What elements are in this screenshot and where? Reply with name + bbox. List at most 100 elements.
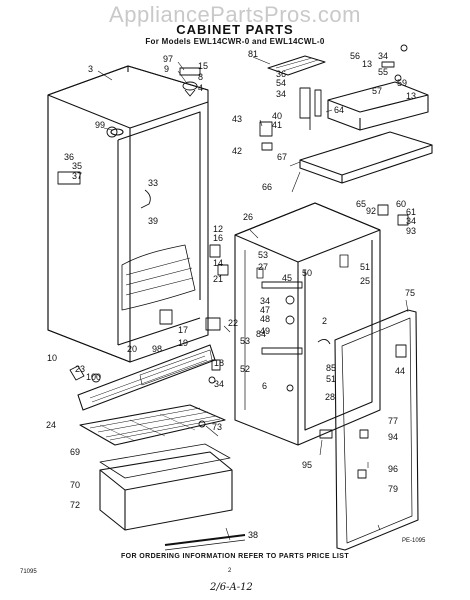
- callout-c26: 26: [243, 212, 253, 222]
- callout-c41: 41: [272, 120, 282, 130]
- callout-c9: 9: [164, 64, 169, 74]
- callout-c18: 18: [214, 358, 224, 368]
- handwritten-note: 2/6-A-12: [210, 582, 253, 593]
- callout-c97: 97: [163, 54, 173, 64]
- callout-c73: 73: [212, 422, 222, 432]
- callout-c96: 96: [388, 464, 398, 474]
- callout-c27: 27: [258, 262, 268, 272]
- callout-c43: 43: [232, 114, 242, 124]
- callout-c33: 33: [148, 178, 158, 188]
- callout-c36a: 36: [276, 69, 286, 79]
- callout-c8: 8: [198, 72, 203, 82]
- callout-c34a: 34: [276, 89, 286, 99]
- callout-c42: 42: [232, 146, 242, 156]
- callout-c45: 45: [282, 273, 292, 283]
- callout-c16: 16: [213, 233, 223, 243]
- callout-c98: 98: [152, 344, 162, 354]
- callout-c34e: 34: [214, 379, 224, 389]
- callout-c39: 39: [148, 216, 158, 226]
- callout-c100: 100: [86, 372, 101, 382]
- page-number: 2: [228, 568, 232, 574]
- callout-c93: 93: [406, 226, 416, 236]
- callout-c14: 14: [213, 258, 223, 268]
- callout-c37: 37: [72, 171, 82, 181]
- callout-c60: 60: [396, 199, 406, 209]
- callout-c59: 59: [397, 78, 407, 88]
- callout-c35: 35: [72, 161, 82, 171]
- callout-c55: 55: [378, 67, 388, 77]
- callout-c4: 4: [198, 83, 203, 93]
- callout-c84: 84: [256, 329, 266, 339]
- callout-c52: 52: [240, 364, 250, 374]
- door-gasket: [334, 309, 419, 551]
- callout-c23: 23: [75, 364, 85, 374]
- callout-c20: 20: [127, 344, 137, 354]
- callout-c40: 40: [272, 111, 282, 121]
- callout-c17: 17: [178, 325, 188, 335]
- callout-c50: 50: [302, 268, 312, 278]
- callout-c51a: 51: [360, 262, 370, 272]
- callout-c34d: 34: [260, 296, 270, 306]
- diagram-title: CABINET PARTS: [176, 22, 294, 37]
- callout-c67: 67: [277, 152, 287, 162]
- callout-c51b: 51: [326, 374, 336, 384]
- ordering-footer: FOR ORDERING INFORMATION REFER TO PARTS …: [120, 553, 350, 560]
- callout-c53b: 53: [240, 336, 250, 346]
- callout-c79: 79: [388, 484, 398, 494]
- callout-c3: 3: [88, 64, 93, 74]
- callout-c24: 24: [46, 420, 56, 430]
- leader-lines: [97, 56, 409, 541]
- crisper-rail: [164, 534, 246, 551]
- callout-c94: 94: [388, 432, 398, 442]
- callout-c22: 22: [228, 318, 238, 328]
- callout-c85: 85: [326, 363, 336, 373]
- callout-c28: 28: [325, 392, 335, 402]
- callout-c92: 92: [366, 206, 376, 216]
- callout-c95: 95: [302, 460, 312, 470]
- callout-c12: 12: [213, 224, 223, 234]
- callout-c19: 19: [178, 338, 188, 348]
- callout-c34c: 34: [406, 216, 416, 226]
- callout-c70: 70: [70, 480, 80, 490]
- callout-c25: 25: [360, 276, 370, 286]
- callout-c61: 61: [406, 207, 416, 217]
- callout-c38: 38: [248, 530, 258, 540]
- callout-c75: 75: [405, 288, 415, 298]
- callout-c10: 10: [47, 353, 57, 363]
- callout-c21: 21: [213, 274, 223, 284]
- fresh-food-cabinet: [234, 202, 381, 446]
- callout-c2: 2: [322, 316, 327, 326]
- callout-c34b: 34: [378, 51, 388, 61]
- callout-c57: 57: [372, 86, 382, 96]
- callout-c81: 81: [248, 49, 258, 59]
- callout-c64: 64: [334, 105, 344, 115]
- callout-c47: 47: [260, 305, 270, 315]
- evaporator-cover: [327, 81, 429, 131]
- callout-c77: 77: [388, 416, 398, 426]
- callout-c15: 15: [198, 61, 208, 71]
- callout-c6: 6: [262, 381, 267, 391]
- callout-c65: 65: [356, 199, 366, 209]
- small-hardware: [57, 44, 409, 479]
- freezer-shelf: [299, 131, 433, 184]
- wire-shelf: [79, 404, 226, 446]
- callout-c69: 69: [70, 447, 80, 457]
- callout-c36b: 36: [64, 152, 74, 162]
- callout-c13a: 13: [362, 59, 372, 69]
- crisper-drawer: [99, 443, 233, 531]
- callout-c72: 72: [70, 500, 80, 510]
- callout-c48: 48: [260, 314, 270, 324]
- document-code: 71095: [20, 569, 37, 575]
- callout-c54: 54: [276, 78, 286, 88]
- callout-c66: 66: [262, 182, 272, 192]
- watermark-text: AppliancePartsPros.com: [109, 2, 361, 27]
- callout-c53a: 53: [258, 250, 268, 260]
- air-vent: [267, 55, 326, 76]
- diagram-subtitle: For Models EWL14CWR-0 and EWL14CWL-0: [145, 37, 325, 46]
- callout-c56: 56: [350, 51, 360, 61]
- callout-c99: 99: [95, 120, 105, 130]
- callout-c44: 44: [395, 366, 405, 376]
